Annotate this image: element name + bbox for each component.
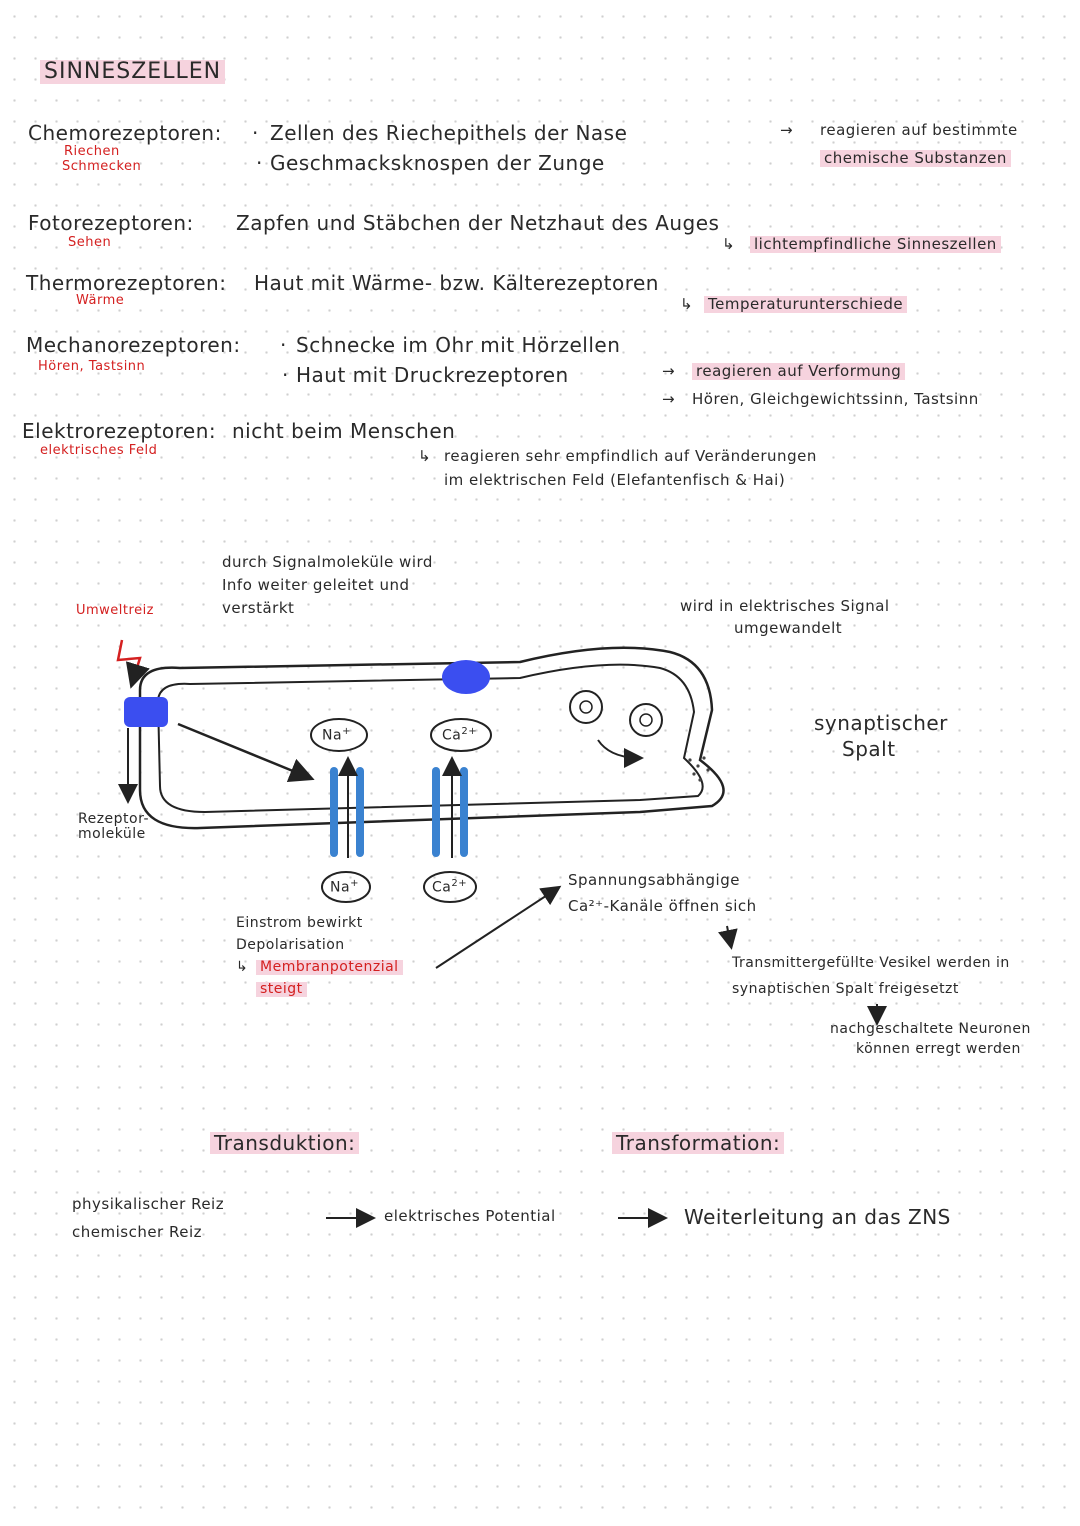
na-ion-top [310, 718, 368, 752]
elektro-sense: elektrisches Feld [40, 443, 158, 458]
na-ion-bottom [321, 871, 371, 903]
influx-arrow: ↳ [236, 959, 249, 975]
vesicle-1-core [579, 700, 593, 714]
channels-text-2: Ca²⁺-Kanäle öffnen sich [568, 897, 757, 915]
chemo-sense-schmecken: Schmecken [62, 159, 142, 174]
stimulus-label: Umweltreiz [76, 603, 155, 618]
vesicle-arrow [597, 739, 644, 768]
influx-text-4: steigt [256, 981, 307, 998]
mechano-item-ear: Schnecke im Ohr mit Hörzellen [296, 333, 621, 357]
mechano-item-skin: Haut mit Druckrezeptoren [296, 363, 569, 387]
chemo-bullet-1: · [252, 121, 259, 145]
cell-membrane-inner [156, 663, 704, 814]
channels-arrow [435, 885, 562, 969]
signal-text-2: Info weiter geleitet und [222, 576, 410, 594]
thermo-sense: Wärme [76, 293, 125, 308]
neuron-text-2: können erregt werden [856, 1041, 1021, 1057]
chemo-label: Chemorezeptoren: [28, 121, 222, 145]
channels-text-1: Spannungsabhängige [568, 871, 740, 889]
chemo-note-1: reagieren auf bestimmte [820, 121, 1018, 139]
elektro-note-2: im elektrischen Feld (Elefantenfisch & H… [444, 471, 786, 489]
down-arrow-1 [718, 925, 738, 950]
ca-ion-label-bottom: Ca2+ [432, 878, 468, 896]
ca-ion-label-top: Ca2+ [442, 726, 478, 744]
foto-arrow: ↳ [722, 235, 736, 253]
receptor-protein [124, 697, 168, 727]
mechano-bullet-1: · [280, 333, 287, 357]
signal-arrow [177, 722, 315, 782]
stimulus-physical: physikalischer Reiz [72, 1195, 225, 1213]
thermo-label: Thermorezeptoren: [26, 271, 227, 295]
nucleus-blob [442, 660, 490, 694]
stimulus-lightning-icon [116, 639, 150, 689]
mechano-note-1: reagieren auf Verformung [692, 363, 906, 380]
elektro-arrow: ↳ [418, 447, 432, 465]
mechano-label: Mechanorezeptoren: [26, 333, 241, 357]
foto-sense: Sehen [68, 235, 112, 250]
foto-item: Zapfen und Stäbchen der Netzhaut des Aug… [236, 211, 720, 235]
cleft-label-2: Spalt [842, 737, 896, 761]
stimulus-chemical: chemischer Reiz [72, 1223, 203, 1241]
vesicle-2 [629, 703, 663, 737]
mechano-bullet-2: · [282, 363, 289, 387]
elektro-item: nicht beim Menschen [232, 419, 456, 443]
foto-label: Fotorezeptoren: [28, 211, 194, 235]
ca-ion-top [430, 718, 492, 752]
transmitter-release-dots [688, 756, 710, 782]
ca-channel-left [432, 767, 440, 857]
thermo-arrow: ↳ [680, 295, 694, 313]
transduction-heading: Transduktion: [210, 1132, 360, 1154]
chemo-bullet-2: · [256, 151, 263, 175]
neuron-text-1: nachgeschaltete Neuronen [830, 1021, 1031, 1037]
ca-channel-right [460, 767, 468, 857]
mechano-arrow-1: → [662, 362, 676, 380]
forward-to-cns: Weiterleitung an das ZNS [684, 1205, 951, 1229]
mechano-sense: Hören, Tastsinn [38, 359, 146, 374]
vesicle-text-2: synaptischen Spalt freigesetzt [732, 981, 959, 997]
page-title: SINNESZELLEN [40, 59, 226, 85]
influx-text-3: Membranpotenzial [256, 959, 403, 976]
signal-text-3: verstärkt [222, 599, 295, 617]
vesicle-1 [569, 690, 603, 724]
influx-text-2: Depolarisation [236, 937, 345, 953]
na-channel-left [330, 767, 338, 857]
chemo-item-tongue: Geschmacksknospen der Zunge [270, 151, 605, 175]
receptor-label: Rezeptor- moleküle [78, 811, 150, 842]
signal-text-1: durch Signalmoleküle wird [222, 553, 433, 571]
influx-text-1: Einstrom bewirkt [236, 915, 363, 931]
vesicle-2-core [639, 713, 653, 727]
electric-text-2: umgewandelt [734, 619, 843, 637]
na-ion-label-top: Na+ [322, 726, 351, 744]
chemo-arrow: → [780, 121, 794, 139]
chemo-item-nose: Zellen des Riechepithels der Nase [270, 121, 628, 145]
ca-ion-bottom [423, 871, 477, 903]
chemo-note-2: chemische Substanzen [820, 150, 1011, 167]
foto-note: lichtempfindliche Sinneszellen [750, 236, 1001, 253]
elektro-note-1: reagieren sehr empfindlich auf Veränderu… [444, 447, 817, 465]
mechano-note-2: Hören, Gleichgewichtssinn, Tastsinn [692, 390, 979, 408]
electric-text-1: wird in elektrisches Signal [680, 597, 890, 615]
thermo-item: Haut mit Wärme- bzw. Kälterezeptoren [254, 271, 659, 295]
thermo-note: Temperaturunterschiede [704, 296, 908, 313]
electric-potential: elektrisches Potential [384, 1207, 556, 1225]
transformation-heading: Transformation: [612, 1132, 785, 1154]
mechano-arrow-2: → [662, 390, 676, 408]
chemo-sense-riechen: Riechen [64, 144, 120, 159]
na-ion-label-bottom: Na+ [330, 878, 359, 896]
elektro-label: Elektrorezeptoren: [22, 419, 217, 443]
cleft-label-1: synaptischer [814, 711, 948, 735]
vesicle-text-1: Transmittergefüllte Vesikel werden in [732, 955, 1010, 971]
na-channel-right [356, 767, 364, 857]
